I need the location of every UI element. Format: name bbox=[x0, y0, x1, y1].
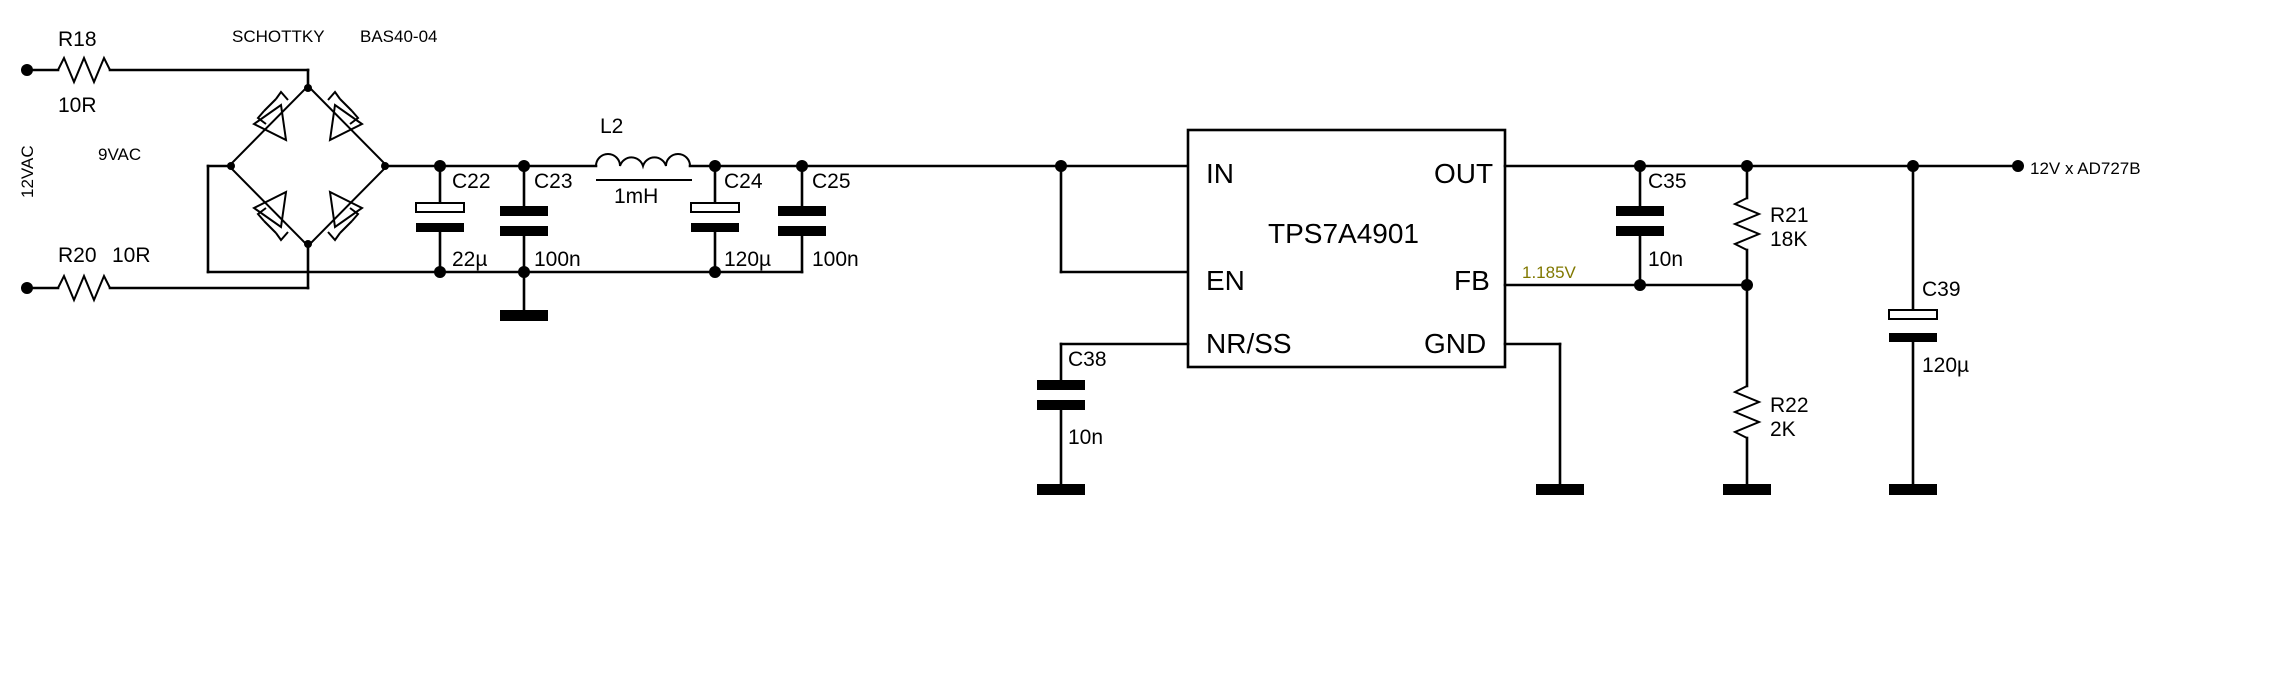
label-r21-value: 18K bbox=[1770, 228, 1807, 251]
label-r18-value: 10R bbox=[58, 94, 97, 117]
label-r22-value: 2K bbox=[1770, 418, 1796, 441]
label-c22-value: 22µ bbox=[452, 248, 487, 271]
input-terminal-top bbox=[21, 64, 60, 76]
capacitor-c38 bbox=[1037, 342, 1190, 495]
label-diode-part: BAS40-04 bbox=[360, 27, 438, 46]
label-c25-value: 100n bbox=[812, 248, 859, 271]
label-c38: C38 bbox=[1068, 348, 1107, 371]
label-9vac: 9VAC bbox=[98, 145, 141, 164]
pin-out-label: OUT bbox=[1434, 158, 1493, 189]
label-schottky: SCHOTTKY bbox=[232, 27, 325, 46]
pin-gnd-label: GND bbox=[1424, 328, 1486, 359]
regulator-ic bbox=[1186, 128, 1507, 369]
label-c35-value: 10n bbox=[1648, 248, 1683, 271]
pin-fb-label: FB bbox=[1454, 265, 1490, 296]
diode-d3 bbox=[252, 190, 289, 242]
diode-d1 bbox=[252, 90, 289, 142]
label-l2-value: 1mH bbox=[614, 185, 658, 208]
resistor-r20 bbox=[57, 244, 310, 303]
label-c35: C35 bbox=[1648, 170, 1687, 193]
label-c39-value: 120µ bbox=[1922, 354, 1969, 377]
ground-symbol bbox=[1889, 484, 1937, 495]
diode-d2 bbox=[327, 90, 364, 142]
ground-symbol bbox=[500, 310, 548, 321]
capacitor-c22 bbox=[415, 164, 465, 278]
bridge-negative-wire bbox=[206, 164, 804, 274]
label-c25: C25 bbox=[812, 170, 851, 193]
ground-symbol bbox=[1536, 484, 1584, 495]
label-c39: C39 bbox=[1922, 278, 1961, 301]
enable-wire bbox=[1059, 164, 1190, 274]
label-r21: R21 bbox=[1770, 204, 1809, 227]
label-12vac: 12VAC bbox=[18, 145, 37, 198]
output-label: 12V x AD727B bbox=[2030, 159, 2141, 178]
label-c38-value: 10n bbox=[1068, 426, 1103, 449]
input-terminal-bottom bbox=[21, 282, 60, 294]
ic-name-label: TPS7A4901 bbox=[1268, 218, 1419, 249]
ground-symbol bbox=[1037, 484, 1085, 495]
label-r22: R22 bbox=[1770, 394, 1809, 417]
resistor-r21 bbox=[1732, 164, 1762, 287]
label-l2: L2 bbox=[600, 115, 623, 138]
label-c24-value: 120µ bbox=[724, 248, 771, 271]
ground-symbol bbox=[1723, 484, 1771, 495]
label-c23-value: 100n bbox=[534, 248, 581, 271]
capacitor-c25 bbox=[778, 164, 826, 274]
label-c23: C23 bbox=[534, 170, 573, 193]
resistor-r18 bbox=[57, 55, 310, 88]
fb-voltage-label: 1.185V bbox=[1522, 263, 1577, 282]
pin-nrss-label: NR/SS bbox=[1206, 328, 1292, 359]
output-rail bbox=[1503, 160, 2024, 172]
pin-en-label: EN bbox=[1206, 265, 1245, 296]
label-r18: R18 bbox=[58, 28, 97, 51]
label-r20: R20 bbox=[58, 244, 97, 267]
capacitor-c39 bbox=[1888, 164, 1938, 495]
inductor-l2 bbox=[595, 153, 692, 181]
pin-in-label: IN bbox=[1206, 158, 1234, 189]
capacitor-c24 bbox=[690, 164, 740, 278]
bridge-rectifier bbox=[227, 84, 389, 248]
capacitor-c35 bbox=[1616, 164, 1664, 287]
label-c22: C22 bbox=[452, 170, 491, 193]
resistor-r22 bbox=[1723, 283, 1771, 495]
ic-ground-wire bbox=[1503, 342, 1584, 495]
capacitor-c23 bbox=[500, 164, 548, 321]
diode-d4 bbox=[327, 190, 364, 242]
positive-rail bbox=[383, 160, 1190, 172]
label-r20-value: 10R bbox=[112, 244, 151, 267]
label-c24: C24 bbox=[724, 170, 763, 193]
